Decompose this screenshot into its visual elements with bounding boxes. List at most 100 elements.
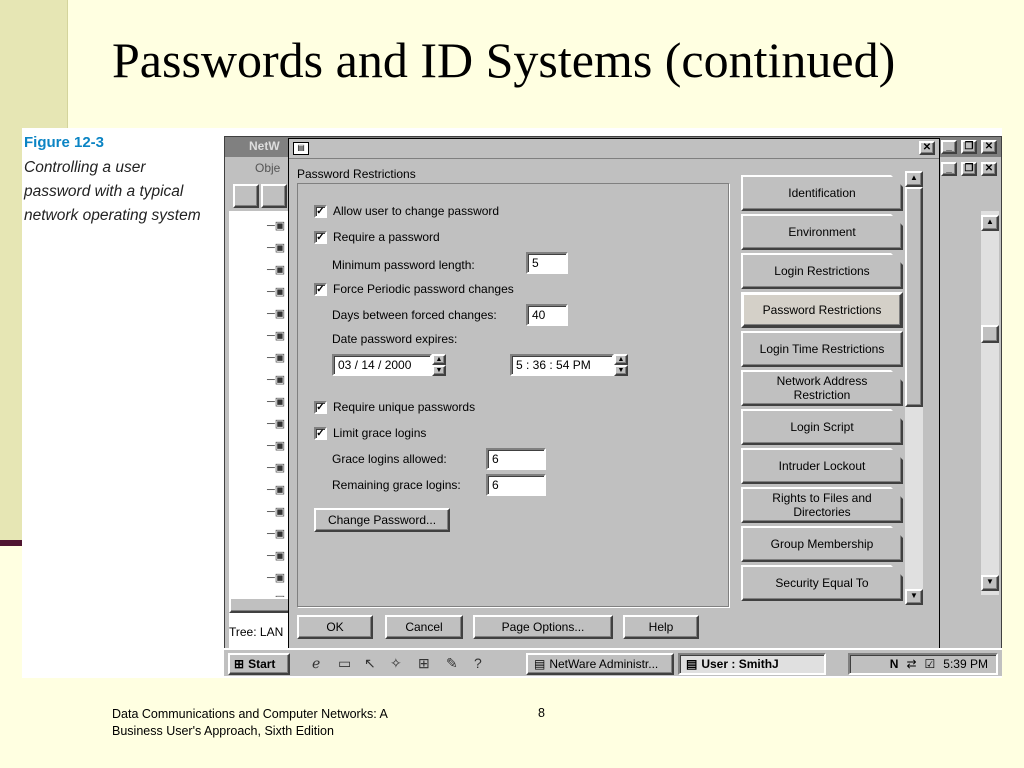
require-password-checkbox[interactable]: ✓ [314, 230, 327, 244]
page-number: 8 [538, 706, 545, 720]
tab-login-script[interactable]: Login Script [741, 409, 903, 445]
tree-node-icon: ─▣ [267, 462, 286, 474]
tab-security-equal-to[interactable]: Security Equal To [741, 565, 903, 601]
spin-down-icon[interactable]: ▼ [432, 365, 446, 376]
require-unique-row[interactable]: ✓ Require unique passwords [314, 400, 475, 414]
page-options-button[interactable]: Page Options... [473, 615, 613, 639]
volume-tray-icon[interactable]: ☑ [924, 657, 936, 671]
task-netware-admin[interactable]: ▤ NetWare Administr... [526, 653, 674, 675]
tab-password-restrictions[interactable]: Password Restrictions [741, 292, 903, 328]
allow-change-row[interactable]: ✓ Allow user to change password [314, 204, 499, 218]
require-unique-checkbox[interactable]: ✓ [314, 400, 327, 414]
days-between-label: Days between forced changes: [332, 308, 497, 322]
scroll-down-icon[interactable]: ▼ [981, 575, 999, 591]
network-tray-icon[interactable]: ⇄ [906, 657, 917, 671]
task-user-smithj[interactable]: ▤ User : SmithJ [678, 653, 826, 675]
tree-hscroll[interactable] [229, 597, 295, 613]
spin-up-icon[interactable]: ▲ [614, 354, 628, 365]
require-unique-label: Require unique passwords [333, 400, 476, 414]
footer-citation: Data Communications and Computer Network… [112, 707, 388, 738]
tab-label: Rights to Files and Directories [772, 491, 872, 519]
allow-change-label: Allow user to change password [333, 204, 500, 218]
spin-down-icon[interactable]: ▼ [614, 365, 628, 376]
min-length-input[interactable]: 5 [526, 252, 568, 274]
child-restore-icon[interactable]: ❐ [961, 162, 977, 176]
user-icon: ▤ [686, 657, 698, 671]
help-icon[interactable]: ? [474, 655, 482, 671]
tab-intruder-lockout[interactable]: Intruder Lockout [741, 448, 903, 484]
allow-change-checkbox[interactable]: ✓ [314, 204, 327, 218]
days-between-input[interactable]: 40 [526, 304, 568, 326]
netware-tray-icon[interactable]: N [889, 657, 899, 671]
tab-network-address-restriction[interactable]: Network Address Restriction [741, 370, 903, 406]
grace-remaining-label: Remaining grace logins: [332, 478, 461, 492]
dialog-close-icon[interactable]: ✕ [919, 141, 935, 155]
user-icon: ▤ [293, 142, 309, 155]
spin-up-icon[interactable]: ▲ [432, 354, 446, 365]
scroll-thumb[interactable] [905, 187, 923, 407]
scroll-down-icon[interactable]: ▼ [905, 589, 923, 605]
tab-label: Login Time Restrictions [759, 342, 885, 356]
tab-label: Password Restrictions [762, 303, 882, 317]
force-periodic-row[interactable]: ✓ Force Periodic password changes [314, 282, 514, 296]
expire-date-input[interactable]: 03 / 14 / 2000 [332, 354, 432, 376]
close-icon[interactable]: ✕ [981, 140, 997, 154]
change-password-button[interactable]: Change Password... [314, 508, 450, 532]
expire-time-spinner[interactable]: ▲ ▼ [614, 354, 628, 376]
limit-grace-label: Limit grace logins [333, 426, 427, 440]
cancel-button[interactable]: Cancel [385, 615, 463, 639]
right-scrollbar[interactable]: ▲ ▼ [981, 211, 999, 595]
figure-caption: Controlling a user password with a typic… [24, 159, 201, 224]
expire-time-input[interactable]: 5 : 36 : 54 PM [510, 354, 614, 376]
object-menu[interactable]: Obje [255, 161, 281, 175]
scroll-thumb[interactable] [981, 325, 999, 343]
browser-icon[interactable]: ℯ [312, 655, 321, 671]
grid-icon[interactable]: ⊞ [418, 655, 430, 671]
minimize-icon[interactable]: _ [941, 140, 957, 154]
task-label: NetWare Administr... [549, 657, 659, 671]
tab-label: Login Script [790, 420, 854, 434]
task-label: User : SmithJ [701, 657, 779, 671]
tab-rights-to-files[interactable]: Rights to Files and Directories [741, 487, 903, 523]
tools-icon[interactable]: ✧ [390, 655, 402, 671]
tab-label: Intruder Lockout [778, 459, 866, 473]
tab-group-membership[interactable]: Group Membership [741, 526, 903, 562]
help-button[interactable]: Help [623, 615, 699, 639]
expire-date-spinner[interactable]: ▲ ▼ [432, 354, 446, 376]
pointer-icon[interactable]: ↖ [364, 655, 376, 671]
tab-label: Identification [788, 186, 856, 200]
require-password-row[interactable]: ✓ Require a password [314, 230, 440, 244]
restore-icon[interactable]: ❐ [961, 140, 977, 154]
grace-remaining-input[interactable]: 6 [486, 474, 546, 496]
password-restrictions-panel: ✓ Allow user to change password ✓ Requir… [297, 183, 729, 607]
tab-environment[interactable]: Environment [741, 214, 903, 250]
tabs-scrollbar[interactable]: ▲ ▼ [905, 171, 923, 605]
slide-title: Passwords and ID Systems (continued) [112, 32, 896, 88]
editor-icon[interactable]: ✎ [446, 655, 458, 671]
toolbar-print-icon[interactable] [261, 184, 287, 208]
netware-icon: ▤ [534, 657, 546, 671]
scroll-up-icon[interactable]: ▲ [905, 171, 923, 187]
force-periodic-checkbox[interactable]: ✓ [314, 282, 327, 296]
tab-login-time-restrictions[interactable]: Login Time Restrictions [741, 331, 903, 367]
tree-node-icon: ─▣ [267, 242, 286, 254]
page-tabs: Identification Environment Login Restric… [737, 171, 925, 605]
dialog-titlebar: ▤ ✕ [289, 139, 939, 159]
scroll-up-icon[interactable]: ▲ [981, 215, 999, 231]
tab-login-restrictions[interactable]: Login Restrictions [741, 253, 903, 289]
tree-node-icon: ─▣ [267, 440, 286, 452]
limit-grace-checkbox[interactable]: ✓ [314, 426, 327, 440]
child-close-icon[interactable]: ✕ [981, 162, 997, 176]
tab-identification[interactable]: Identification [741, 175, 903, 211]
windows-logo-icon: ⊞ [234, 657, 245, 671]
toolbar-tree-icon[interactable] [233, 184, 259, 208]
limit-grace-row[interactable]: ✓ Limit grace logins [314, 426, 426, 440]
child-minimize-icon[interactable]: _ [941, 162, 957, 176]
tree-status-text: Tree: LAN [229, 625, 284, 639]
user-details-dialog: ▤ ✕ Password Restrictions ✓ Allow user t… [288, 138, 940, 650]
tree-node-icon: ─▣ [267, 484, 286, 496]
ok-button[interactable]: OK [297, 615, 373, 639]
grace-allowed-input[interactable]: 6 [486, 448, 546, 470]
desktop-icon[interactable]: ▭ [338, 655, 352, 671]
start-button[interactable]: ⊞ Start [228, 653, 290, 675]
